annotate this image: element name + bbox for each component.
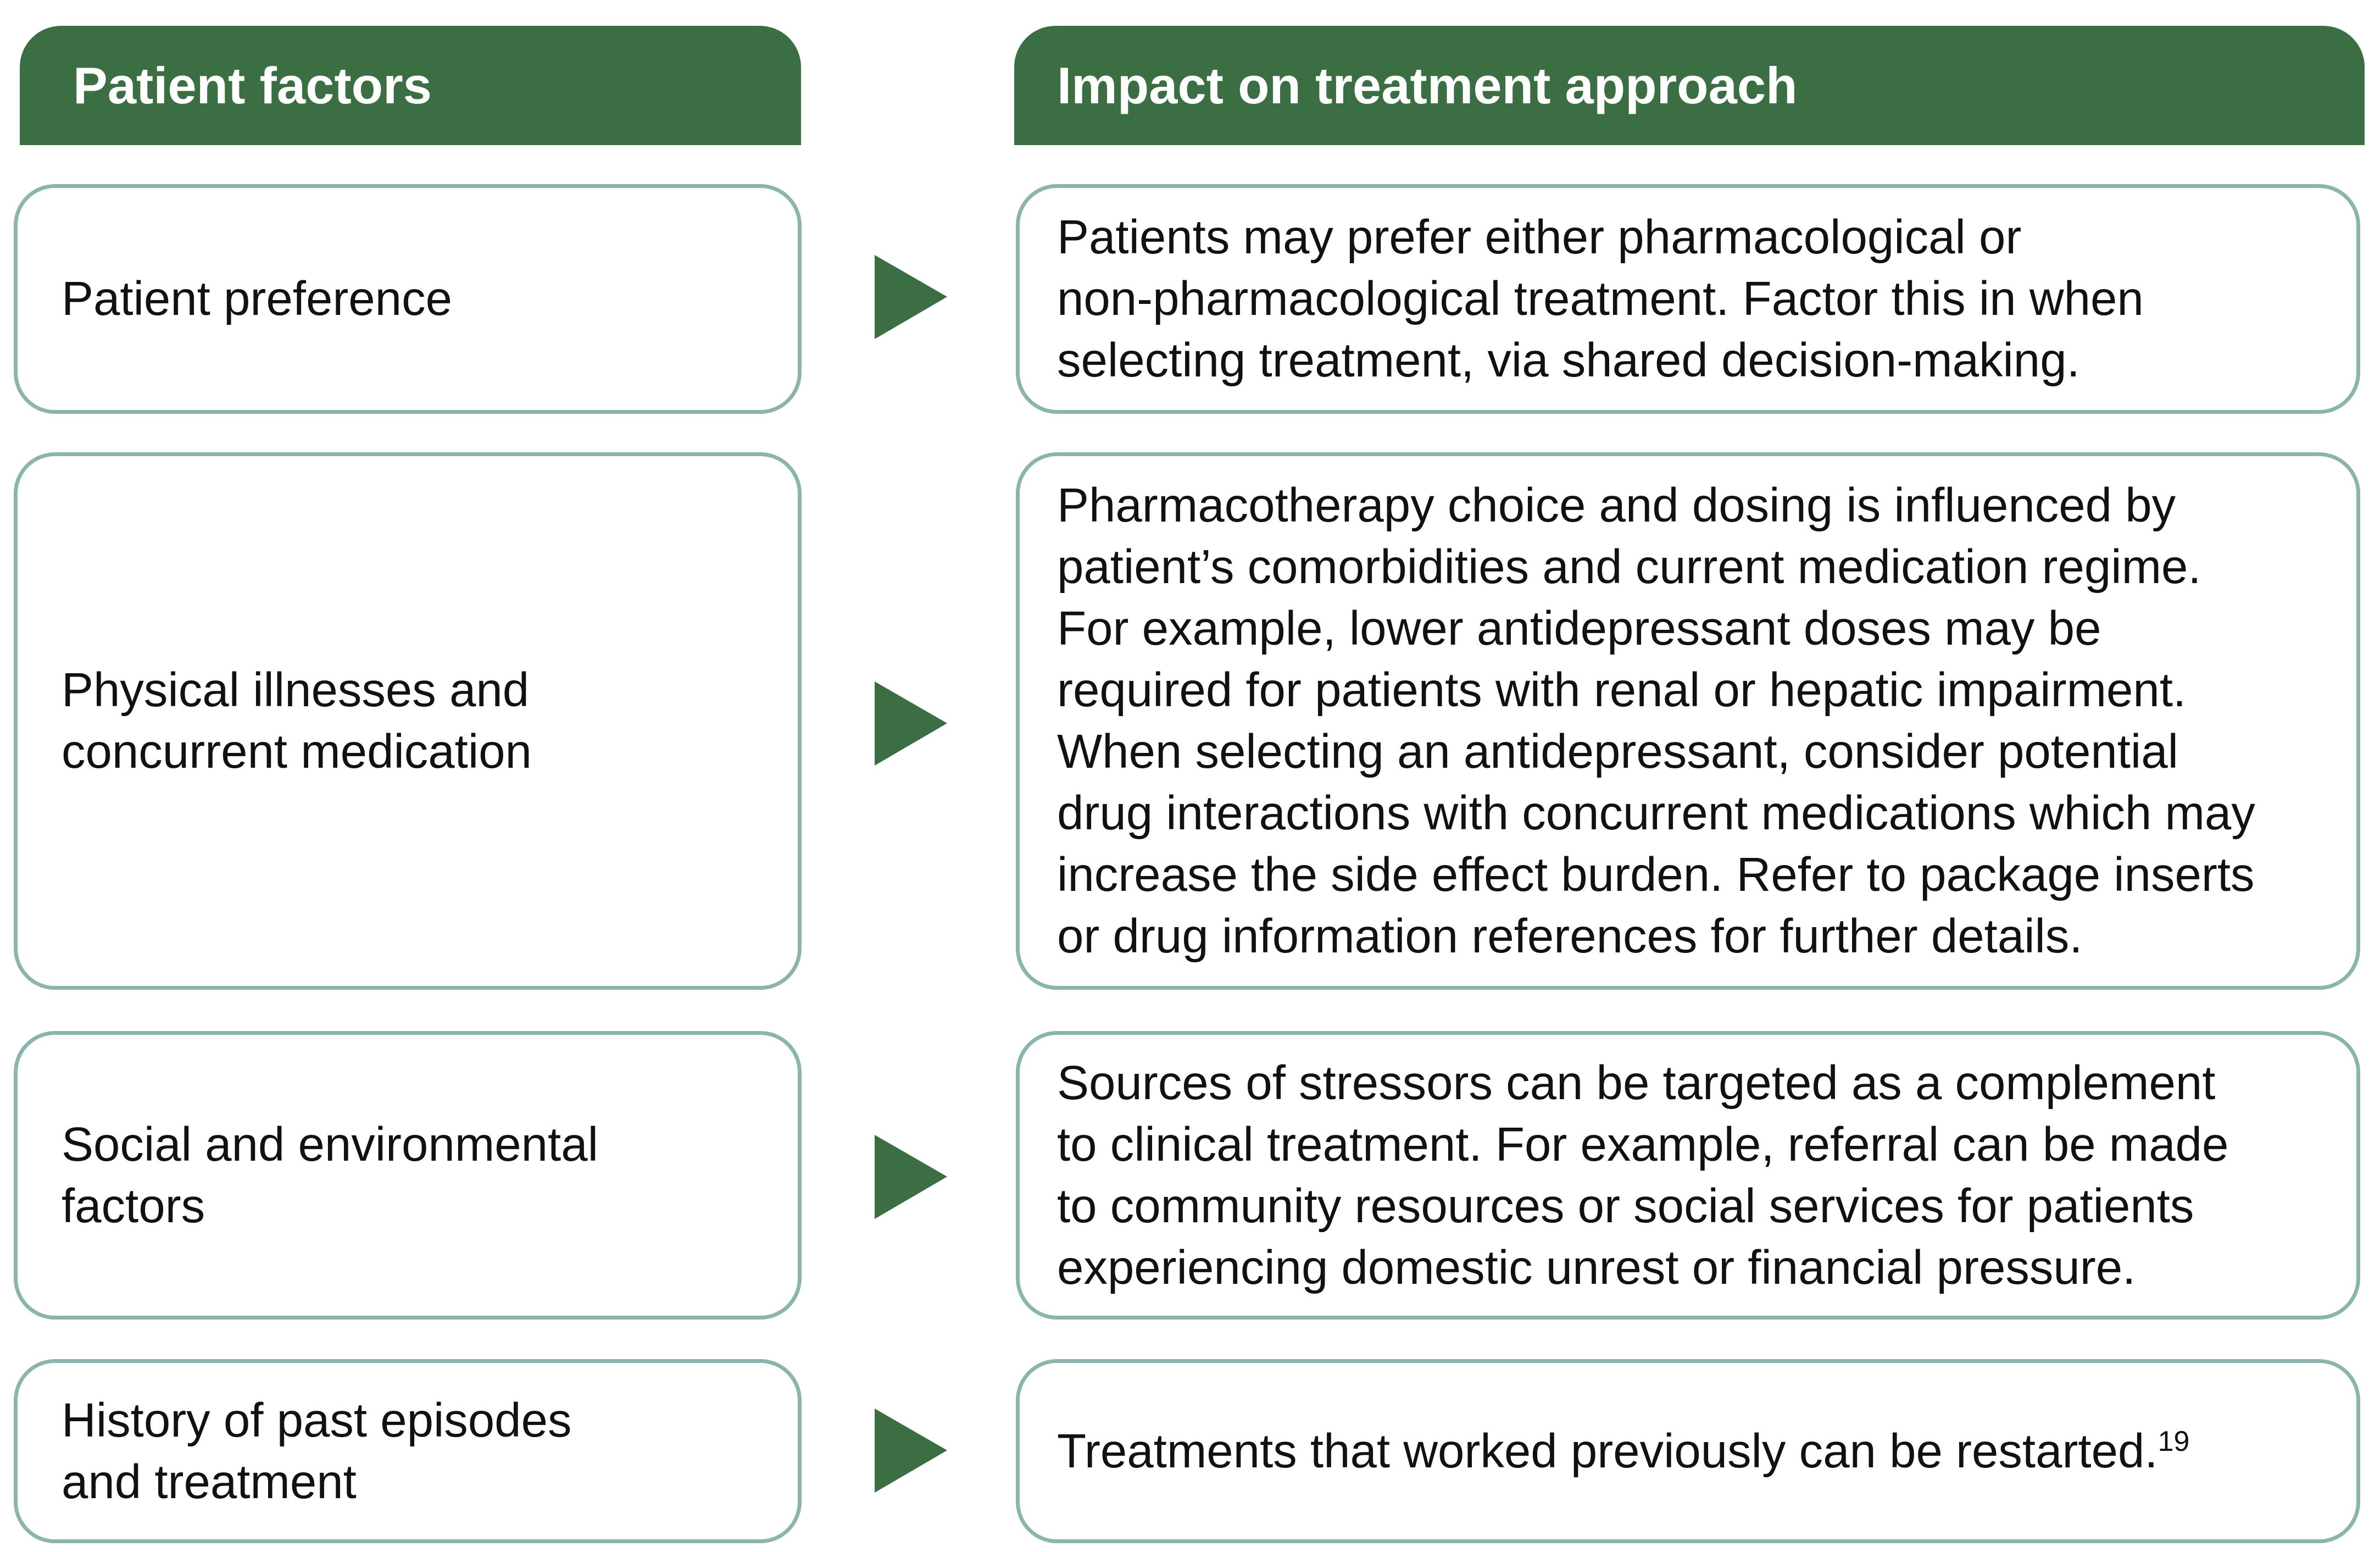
arrow-icon [875, 255, 947, 339]
impact-text: Pharmacotherapy choice and dosing is inf… [1057, 479, 2255, 963]
impact-text: Sources of stressors can be targeted as … [1057, 1056, 2229, 1294]
factor-label: Physical illnesses and concurrent medica… [62, 663, 532, 778]
impact-box-history-past-episodes: Treatments that worked previously can be… [1016, 1359, 2360, 1543]
factor-box-history-past-episodes: History of past episodes and treatment [14, 1359, 802, 1543]
arrow-icon [875, 681, 947, 766]
impact-box-social-environmental: Sources of stressors can be targeted as … [1016, 1031, 2360, 1320]
factor-box-physical-illnesses: Physical illnesses and concurrent medica… [14, 452, 802, 990]
arrow-icon [875, 1409, 947, 1493]
citation-superscript: 19 [2157, 1425, 2190, 1457]
factor-label: Social and environmental factors [62, 1117, 598, 1233]
factor-box-patient-preference: Patient preference [14, 184, 802, 414]
header-impact-on-treatment: Impact on treatment approach [1014, 26, 2365, 145]
arrow-icon [875, 1135, 947, 1219]
impact-text-main: Treatments that worked previously can be… [1057, 1424, 2158, 1478]
header-patient-factors: Patient factors [20, 26, 801, 145]
factor-label: History of past episodes and treatment [62, 1393, 572, 1509]
impact-box-physical-illnesses: Pharmacotherapy choice and dosing is inf… [1016, 452, 2360, 990]
factor-label: Patient preference [62, 272, 452, 325]
impact-box-patient-preference: Patients may prefer either pharmacologic… [1016, 184, 2360, 414]
impact-text: Treatments that worked previously can be… [1057, 1421, 2189, 1482]
impact-text: Patients may prefer either pharmacologic… [1057, 210, 2144, 387]
factor-box-social-environmental: Social and environmental factors [14, 1031, 802, 1320]
